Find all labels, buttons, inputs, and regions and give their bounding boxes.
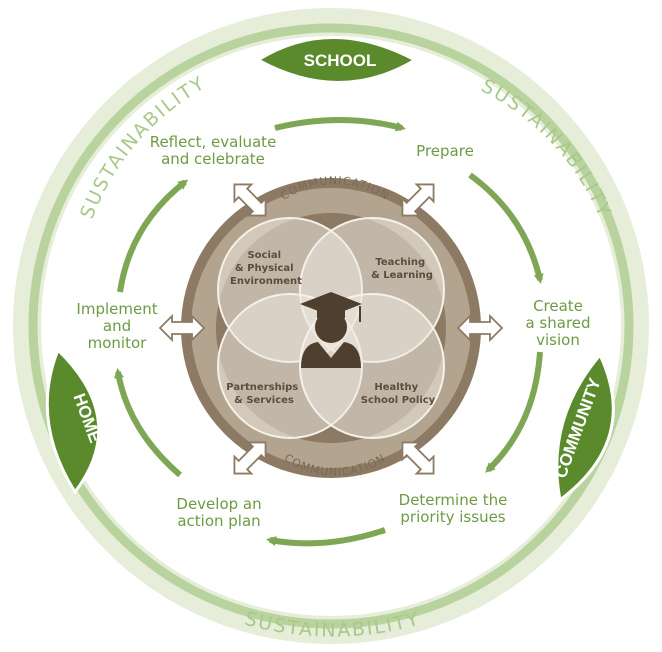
graduate-student-icon (300, 292, 362, 368)
arrow-reflect-to-prepare (274, 117, 406, 132)
venn-partnerships-label: Partnerships & Services (226, 382, 301, 406)
double-arrow-left (158, 313, 206, 343)
venn-teaching-label: Teaching & Learning (371, 257, 433, 281)
leaf-school-label: SCHOOL (304, 51, 377, 70)
leaf-community: COMMUNITY (551, 352, 615, 503)
arrow-action-to-implement (114, 368, 182, 478)
double-arrow-top-right (401, 183, 435, 217)
step-implement-monitor: Implement and monitor (76, 300, 158, 352)
double-arrow-bottom-left (233, 441, 267, 475)
arrow-vision-to-priority (485, 351, 543, 473)
step-reflect-evaluate-celebrate: Reflect, evaluate and celebrate (149, 133, 277, 168)
step-determine-priority-issues: Determine the priority issues (398, 491, 508, 526)
leaf-school: SCHOOL (255, 36, 419, 84)
double-arrow-right (456, 313, 504, 343)
double-arrows (158, 183, 504, 475)
sustainability-band (28, 23, 634, 629)
double-arrow-top-left (233, 183, 267, 217)
arrow-priority-to-action (266, 527, 386, 547)
double-arrow-bottom-right (401, 441, 435, 475)
venn-policy-label: Healthy School Policy (361, 382, 436, 406)
arrow-implement-to-reflect (117, 179, 189, 293)
venn (217, 217, 445, 439)
step-develop-action-plan: Develop an action plan (176, 495, 262, 530)
venn-social-label: Social & Physical Environment (230, 250, 302, 287)
arrow-prepare-to-vision (468, 172, 544, 284)
step-prepare: Prepare (416, 142, 474, 160)
step-create-shared-vision: Create a shared vision (525, 297, 591, 349)
